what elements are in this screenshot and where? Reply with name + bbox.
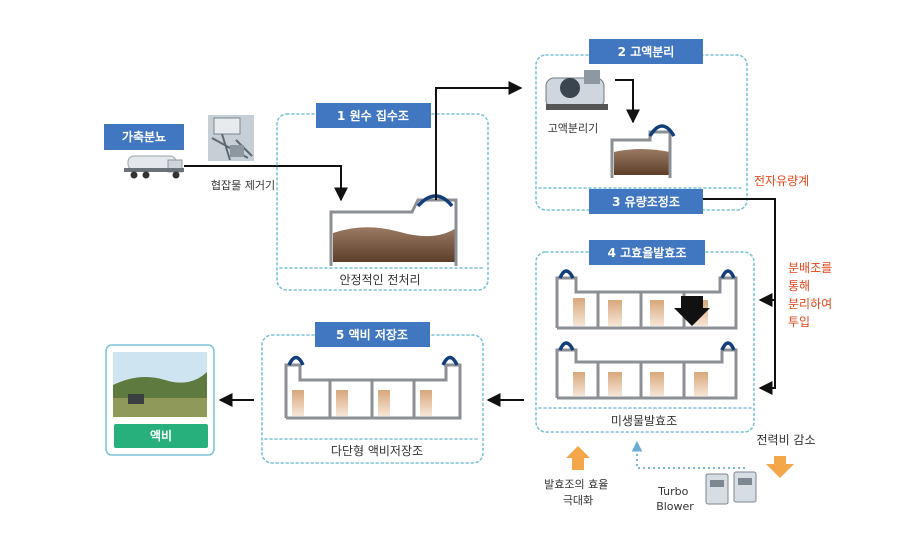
fermentation-tank-lower	[555, 341, 738, 400]
efficiency-label: 발효조의 효율 극대화	[544, 478, 612, 507]
turbo-blower-icon	[705, 471, 757, 505]
s5-header: 5 액비 저장조	[315, 322, 430, 347]
blower-label: Turbo Blower	[656, 485, 694, 513]
down-arrow-icon	[674, 296, 710, 326]
s3-title: 3 유량조정조	[612, 194, 680, 209]
air-supply-line	[631, 440, 745, 469]
s2-header: 2 고액분리	[589, 39, 703, 64]
s4-header: 4 고효율발효조	[589, 240, 705, 265]
field-photo	[113, 352, 207, 417]
liquid-fertilizer-label: 액비	[150, 428, 172, 443]
pretreat-label: 안정적인 전처리	[339, 273, 420, 287]
s4-title: 4 고효율발효조	[608, 245, 687, 260]
source-box: 가축분뇨	[104, 124, 184, 150]
separator-machine-icon	[545, 70, 608, 110]
distribute-label: 분배조를 통해 분리하여 투입	[788, 261, 836, 329]
arrow-s1-to-s2	[435, 81, 523, 200]
s5-title: 5 액비 저장조	[336, 327, 408, 342]
flowmeter-label: 전자유량계	[754, 174, 809, 188]
power-label: 전력비 감소	[756, 433, 815, 447]
liquid-fertilizer-badge	[114, 424, 208, 448]
arrow-separator-down	[615, 79, 640, 124]
arrow-source-to-s1	[184, 165, 348, 202]
down-orange-arrow-icon	[766, 456, 794, 478]
storage-tank	[284, 355, 462, 420]
fermentation-tank-upper	[555, 269, 738, 330]
screen-separator-photo	[208, 115, 254, 161]
s1-title: 1 원수 집수조	[337, 108, 409, 123]
up-arrow-icon	[566, 446, 590, 470]
microbe-label: 미생물발효조	[611, 414, 677, 428]
separator-label: 고액분리기	[548, 122, 599, 135]
raw-water-tank	[329, 194, 458, 266]
s1-header: 1 원수 집수조	[316, 103, 431, 128]
separation-tank	[610, 124, 676, 178]
storage-label: 다단형 액비저장조	[331, 444, 423, 458]
source-title: 가축분뇨	[122, 129, 166, 144]
source-caption: 협잡물 제거기	[211, 179, 275, 192]
s2-title: 2 고액분리	[618, 44, 675, 59]
s3-header: 3 유량조정조	[589, 189, 703, 214]
arrow-s3-to-microbe-tank	[703, 198, 776, 395]
tanker-truck-icon	[124, 155, 184, 179]
